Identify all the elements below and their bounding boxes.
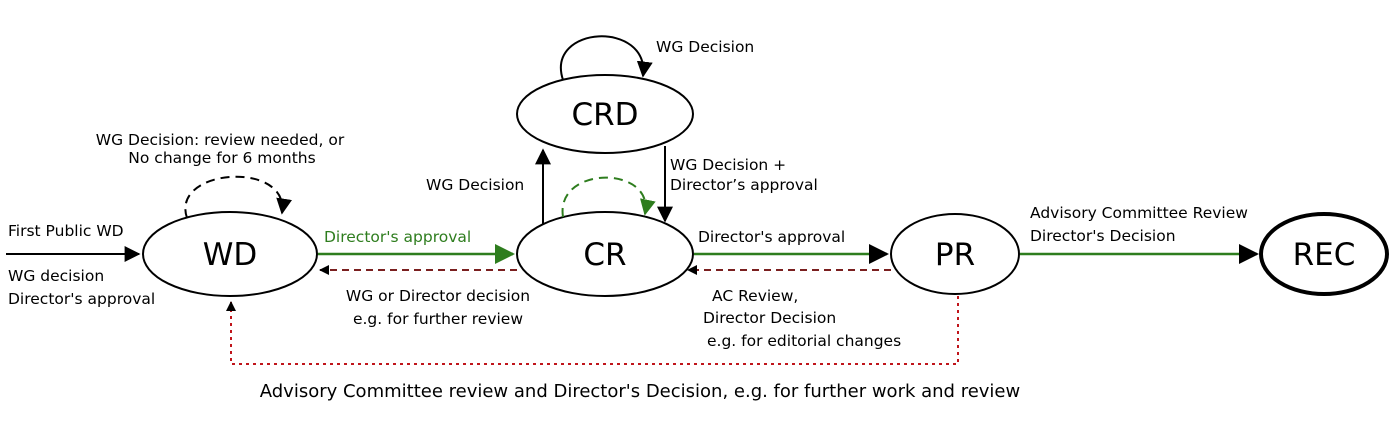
label-wd-loop-line1: WG Decision: review needed, or [96, 131, 345, 149]
edge-wd-loop [184, 175, 293, 219]
label-pr-to-rec-line1: Advisory Committee Review [1030, 204, 1248, 222]
node-wd: WD [142, 211, 318, 297]
label-cr-to-pr: Director's approval [698, 228, 845, 246]
label-director-approval-entry: Director's approval [8, 290, 155, 308]
label-wd-loop-line2: No change for 6 months [128, 149, 315, 167]
node-cr-label: CR [583, 237, 626, 273]
label-crd-to-cr-line2: Director’s approval [670, 176, 818, 194]
label-cr-to-wd-line1: WG or Director decision [346, 287, 530, 305]
label-pr-to-rec-line2: Director's Decision [1030, 227, 1176, 245]
edge-crd-loop [559, 35, 653, 81]
node-rec-label: REC [1293, 237, 1356, 273]
label-crd-to-cr-line1: WG Decision + [670, 156, 786, 174]
label-cr-to-wd-line2: e.g. for further review [353, 310, 523, 328]
edge-pr-to-wd [226, 296, 959, 365]
node-cr: CR [516, 211, 694, 297]
label-pr-to-cr-line1: AC Review, [712, 287, 798, 305]
label-wd-to-cr: Director's approval [324, 228, 471, 246]
node-crd: CRD [516, 74, 694, 154]
label-pr-to-cr-line2: Director Decision [703, 309, 836, 327]
label-pr-to-wd: Advisory Committee review and Director's… [260, 381, 1020, 402]
label-pr-to-cr-line3: e.g. for editorial changes [707, 332, 901, 350]
node-crd-label: CRD [571, 97, 638, 133]
label-first-public-wd: First Public WD [8, 222, 124, 240]
label-crd-loop: WG Decision [656, 38, 754, 56]
node-wd-label: WD [203, 237, 258, 273]
edge-cr-loop [561, 176, 656, 218]
node-rec: REC [1259, 212, 1389, 296]
label-wg-decision-entry: WG decision [8, 267, 104, 285]
node-pr: PR [890, 213, 1020, 295]
label-cr-to-crd: WG Decision [426, 176, 524, 194]
node-pr-label: PR [935, 237, 975, 273]
